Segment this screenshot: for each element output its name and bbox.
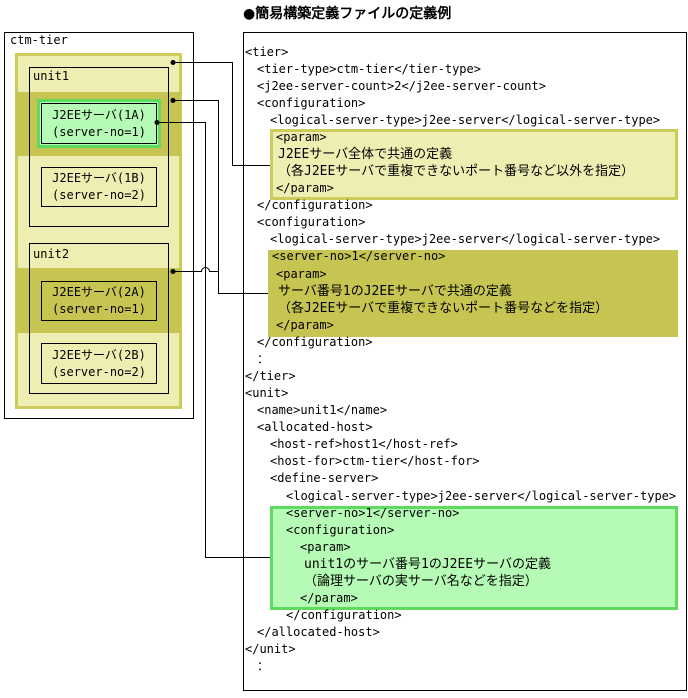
server-box-2b: J2EEサーバ(2B) (server-no=2) [41, 343, 157, 384]
definition-file-text: <tier> <tier-type>ctm-tier</tier-type> <… [0, 44, 688, 676]
server-no-label: (server-no=1) [52, 124, 146, 139]
definition-line: <tier-type>ctm-tier</tier-type> [257, 61, 481, 76]
param-description: （各J2EEサーバで重複できないポート番号など以外を指定） [278, 164, 635, 180]
definition-line: </configuration> [286, 608, 402, 623]
server-no-1-param-box [268, 250, 678, 337]
param-description: （論理サーバの実サーバ名などを指定） [304, 573, 538, 589]
server-no-1-band-unit2 [16, 268, 181, 333]
definition-line: </param> [276, 181, 334, 196]
unit1-server-1-param-box [270, 506, 678, 610]
definition-line: <define-server> [270, 471, 379, 486]
definition-line: </configuration> [257, 198, 373, 213]
server-name: J2EEサーバ(1B) [52, 171, 146, 185]
definition-line: <server-no>1</server-no> [272, 249, 446, 264]
definition-line: <tier> [245, 44, 289, 59]
definition-line: </allocated-host> [257, 625, 380, 640]
param-description: unit1のサーバ番号1のJ2EEサーバの定義 [304, 556, 552, 572]
tier-common-param-box [270, 129, 678, 200]
server-no-label: (server-no=2) [52, 364, 146, 379]
definition-line: </configuration> [257, 334, 373, 349]
ellipsis-mark: ： [257, 351, 270, 366]
definition-line: </param> [276, 317, 334, 332]
param-description: サーバ番号1のJ2EEサーバで共通の定義 [278, 283, 512, 299]
figure-title: ●簡易構築定義ファイルの定義例 [243, 6, 452, 22]
definition-line: <logical-server-type>j2ee-server</logica… [286, 488, 677, 503]
param-description: （各J2EEサーバで重複できないポート番号などを指定） [278, 300, 609, 316]
definition-line: <allocated-host> [257, 420, 373, 435]
definition-line: <param> [300, 539, 351, 554]
definition-line: <param> [276, 266, 327, 281]
server-name: J2EEサーバ(2B) [52, 347, 146, 362]
server-no-label: (server-no=2) [52, 188, 146, 202]
definition-line: </param> [300, 591, 358, 605]
definition-line: <configuration> [257, 95, 366, 110]
definition-line: <name>unit1</name> [257, 403, 388, 418]
definition-line: <unit> [245, 386, 289, 401]
server-box-1a: J2EEサーバ(1A) (server-no=1) [41, 103, 157, 144]
definition-line: <logical-server-type>j2ee-server</logica… [270, 232, 661, 247]
server-no-label: (server-no=1) [52, 302, 146, 316]
definition-line: <configuration> [286, 522, 395, 537]
ellipsis-mark: ： [257, 659, 270, 674]
definition-line: <j2ee-server-count>2</j2ee-server-count> [257, 78, 546, 93]
server-1a-highlight [37, 99, 161, 148]
tier-label: ctm-tier [10, 33, 68, 47]
definition-line: <param> [276, 129, 327, 144]
definition-line: <host-for>ctm-tier</host-for> [270, 454, 480, 469]
definition-line: <configuration> [257, 215, 366, 230]
server-name: J2EEサーバ(2A) [52, 285, 146, 299]
definition-line: </unit> [245, 642, 296, 657]
unit-label: unit1 [33, 69, 70, 83]
definition-line: <server-no>1</server-no> [286, 505, 460, 520]
param-description: J2EEサーバ全体で共通の定義 [278, 146, 453, 162]
server-box-2a: J2EEサーバ(2A) (server-no=1) [41, 281, 157, 321]
definition-line: <logical-server-type>j2ee-server</logica… [270, 112, 661, 127]
definition-line: <host-ref>host1</host-ref> [270, 437, 458, 452]
server-name: J2EEサーバ(1A) [52, 107, 146, 122]
definition-line: </tier> [245, 368, 296, 383]
unit-label: unit2 [33, 247, 70, 261]
server-box-1b: J2EEサーバ(1B) (server-no=2) [41, 167, 157, 207]
